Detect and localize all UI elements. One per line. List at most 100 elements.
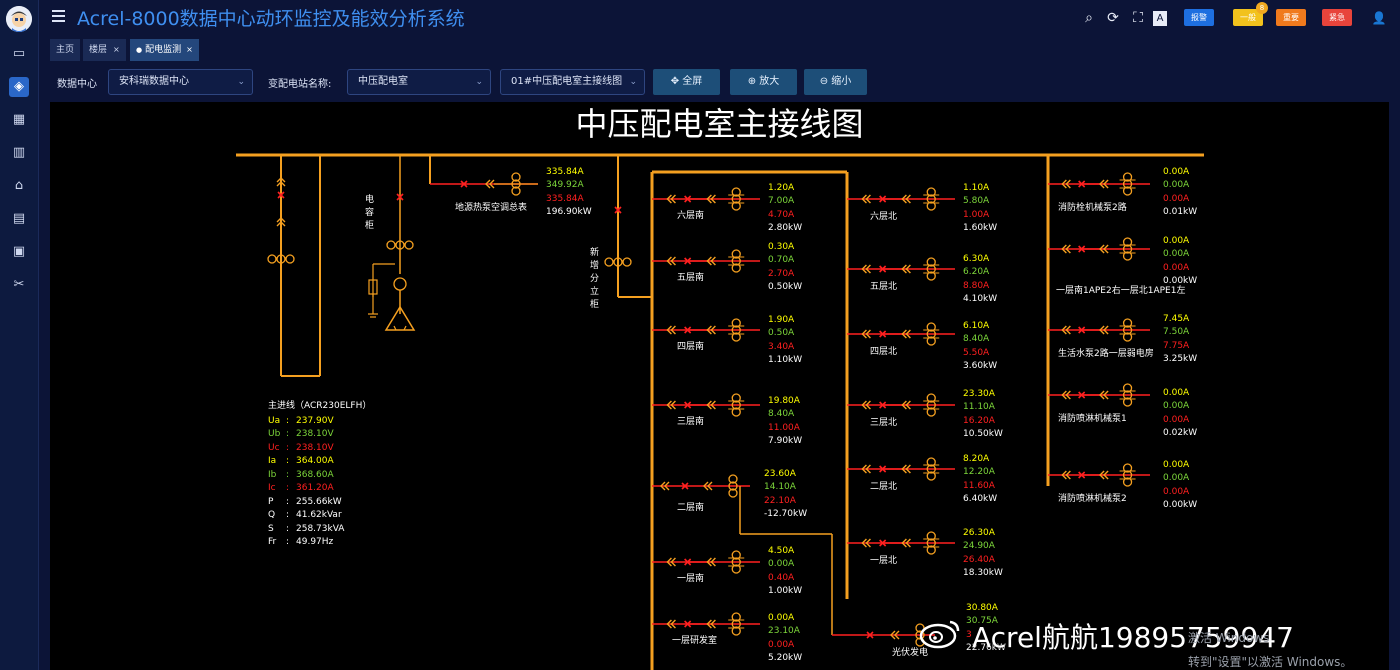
tools-icon[interactable]: ✂ [13, 277, 25, 292]
meter-value: 1.60kW [963, 222, 998, 233]
datacenter-select[interactable]: 安科瑞数据中心⌄ [108, 69, 253, 95]
breaker-x-mark [614, 206, 622, 214]
meter-value: 16.20A [963, 415, 995, 426]
meter-value: 8.40A [768, 409, 795, 420]
app-title: Acrel-8000数据中心动环监控及能效分析系统 [77, 8, 465, 30]
ct-symbol [731, 187, 741, 197]
param-value: 237.90V [296, 415, 334, 426]
alarm-button-0[interactable]: 报警 [1184, 9, 1214, 26]
font-size-icon[interactable]: A [1153, 11, 1167, 26]
param-value: 238.10V [296, 442, 334, 453]
ct-symbol [926, 322, 936, 332]
meter-value: 0.00A [1163, 249, 1190, 260]
ct-symbol [731, 564, 741, 574]
tab-home[interactable]: 主页 [50, 39, 81, 61]
meter-value: 4.50A [768, 546, 795, 556]
meter-value: 0.00A [1163, 167, 1190, 177]
tab-power-monitor[interactable]: ●配电监测× [130, 39, 199, 61]
param-key: Uc [268, 442, 280, 453]
tab-floor[interactable]: 楼层× [83, 39, 126, 61]
ct-symbol [511, 172, 521, 182]
ct-symbol [926, 187, 936, 197]
meter-value: 11.10A [963, 402, 995, 413]
ct-symbol [915, 630, 925, 640]
main-incoming-title: 主进线（ACR230ELFH） [268, 401, 372, 411]
meter-value: 26.30A [963, 528, 995, 538]
document-icon[interactable]: ▣ [12, 244, 26, 259]
meter-value: 0.00A [1163, 460, 1190, 470]
ct-symbol [926, 457, 936, 467]
param-sep: : [286, 510, 290, 520]
param-value: 238.10V [296, 429, 334, 439]
fullscreen-icon[interactable]: ⛶ [1133, 10, 1143, 26]
meter-value: 24.90A [963, 541, 995, 552]
main-incoming-row: S:258.73kVA [268, 523, 371, 537]
feeder-label-fire: 一层南1APE2右一层北1APE1左 [1056, 286, 1186, 296]
meter-value: 4.10kW [963, 293, 998, 304]
monitor-icon[interactable]: ▭ [12, 46, 26, 61]
disconnector-symbol [901, 264, 911, 274]
station-select[interactable]: 中压配电室⌄ [347, 69, 491, 95]
disconnector-symbol [485, 179, 495, 189]
meter-value: 0.01kW [1163, 206, 1198, 217]
disconnector-symbol [1061, 390, 1071, 400]
alarm-count-badge: 8 [1256, 2, 1268, 14]
main-incoming-row: Ub:238.10V [268, 428, 371, 442]
meter-value: 18.30kW [963, 567, 1003, 578]
ct-symbol [1122, 237, 1133, 247]
diagram-svg [236, 153, 1204, 670]
diagram-select[interactable]: 01#中压配电室主接线图⌄ [500, 69, 645, 95]
zoom-in-icon: ⊕ [747, 76, 760, 87]
param-key: Ib [268, 469, 277, 480]
meter-value: 1.90A [768, 315, 795, 325]
disconnector-symbol [890, 630, 900, 640]
report-icon[interactable]: ▤ [12, 211, 26, 226]
ct-symbol [1122, 332, 1133, 342]
fullscreen-button[interactable]: ✥ 全屏 [653, 69, 720, 95]
ct-symbol [285, 254, 295, 264]
fullscreen-label: 全屏 [682, 76, 703, 87]
meter-value: 1.20A [768, 183, 795, 193]
param-key: S [268, 523, 274, 534]
alarm-button-3[interactable]: 紧急 [1322, 9, 1352, 26]
meter-value: 22.76kW [966, 642, 1006, 653]
zoom-out-button[interactable]: ⊖ 缩小 [804, 69, 867, 95]
active-dot-icon: ● [136, 46, 143, 54]
meter-value: 349.92A [546, 180, 584, 191]
disconnector-symbol [861, 264, 871, 274]
ct-symbol [731, 612, 741, 622]
chart-icon[interactable]: ▥ [12, 145, 26, 160]
refresh-icon[interactable]: ⟳ [1107, 10, 1119, 26]
menu-icon[interactable] [52, 10, 65, 22]
feeder-label-north: 三层北 [870, 418, 898, 428]
diagram-title: 中压配电室主接线图 [575, 105, 864, 143]
alarm-button-2[interactable]: 重要 [1276, 9, 1306, 26]
transformer-symbol [393, 277, 407, 291]
ct-symbol [511, 186, 521, 196]
zoom-in-button[interactable]: ⊕ 放大 [730, 69, 797, 95]
param-sep: : [286, 523, 290, 534]
close-icon[interactable]: × [186, 45, 193, 54]
camera-icon[interactable]: ⌂ [14, 178, 24, 193]
user-icon[interactable]: 👤 [1371, 11, 1387, 25]
meter-value: 0.00A [1163, 236, 1190, 246]
sidebar: ▭ ◈ ▦ ▥ ⌂ ▤ ▣ ✂ [0, 0, 39, 670]
main-incoming-row: Ua:237.90V [268, 415, 371, 429]
param-key: Ua [268, 415, 281, 426]
close-icon[interactable]: × [113, 45, 120, 54]
meter-value: 6.10A [963, 321, 990, 331]
param-value: 361.20A [296, 483, 334, 493]
search-icon[interactable]: ⌕ [1085, 10, 1093, 26]
ct-symbol [613, 257, 623, 267]
dashboard-icon[interactable]: ◈ [9, 77, 29, 97]
feeder-label-south: 一层研发室 [672, 636, 718, 646]
ct-symbol [731, 626, 741, 636]
ct-symbol [511, 179, 521, 189]
building-icon[interactable]: ▦ [12, 112, 26, 127]
ct-symbol [731, 249, 741, 259]
meter-value: 6.30A [963, 254, 990, 264]
